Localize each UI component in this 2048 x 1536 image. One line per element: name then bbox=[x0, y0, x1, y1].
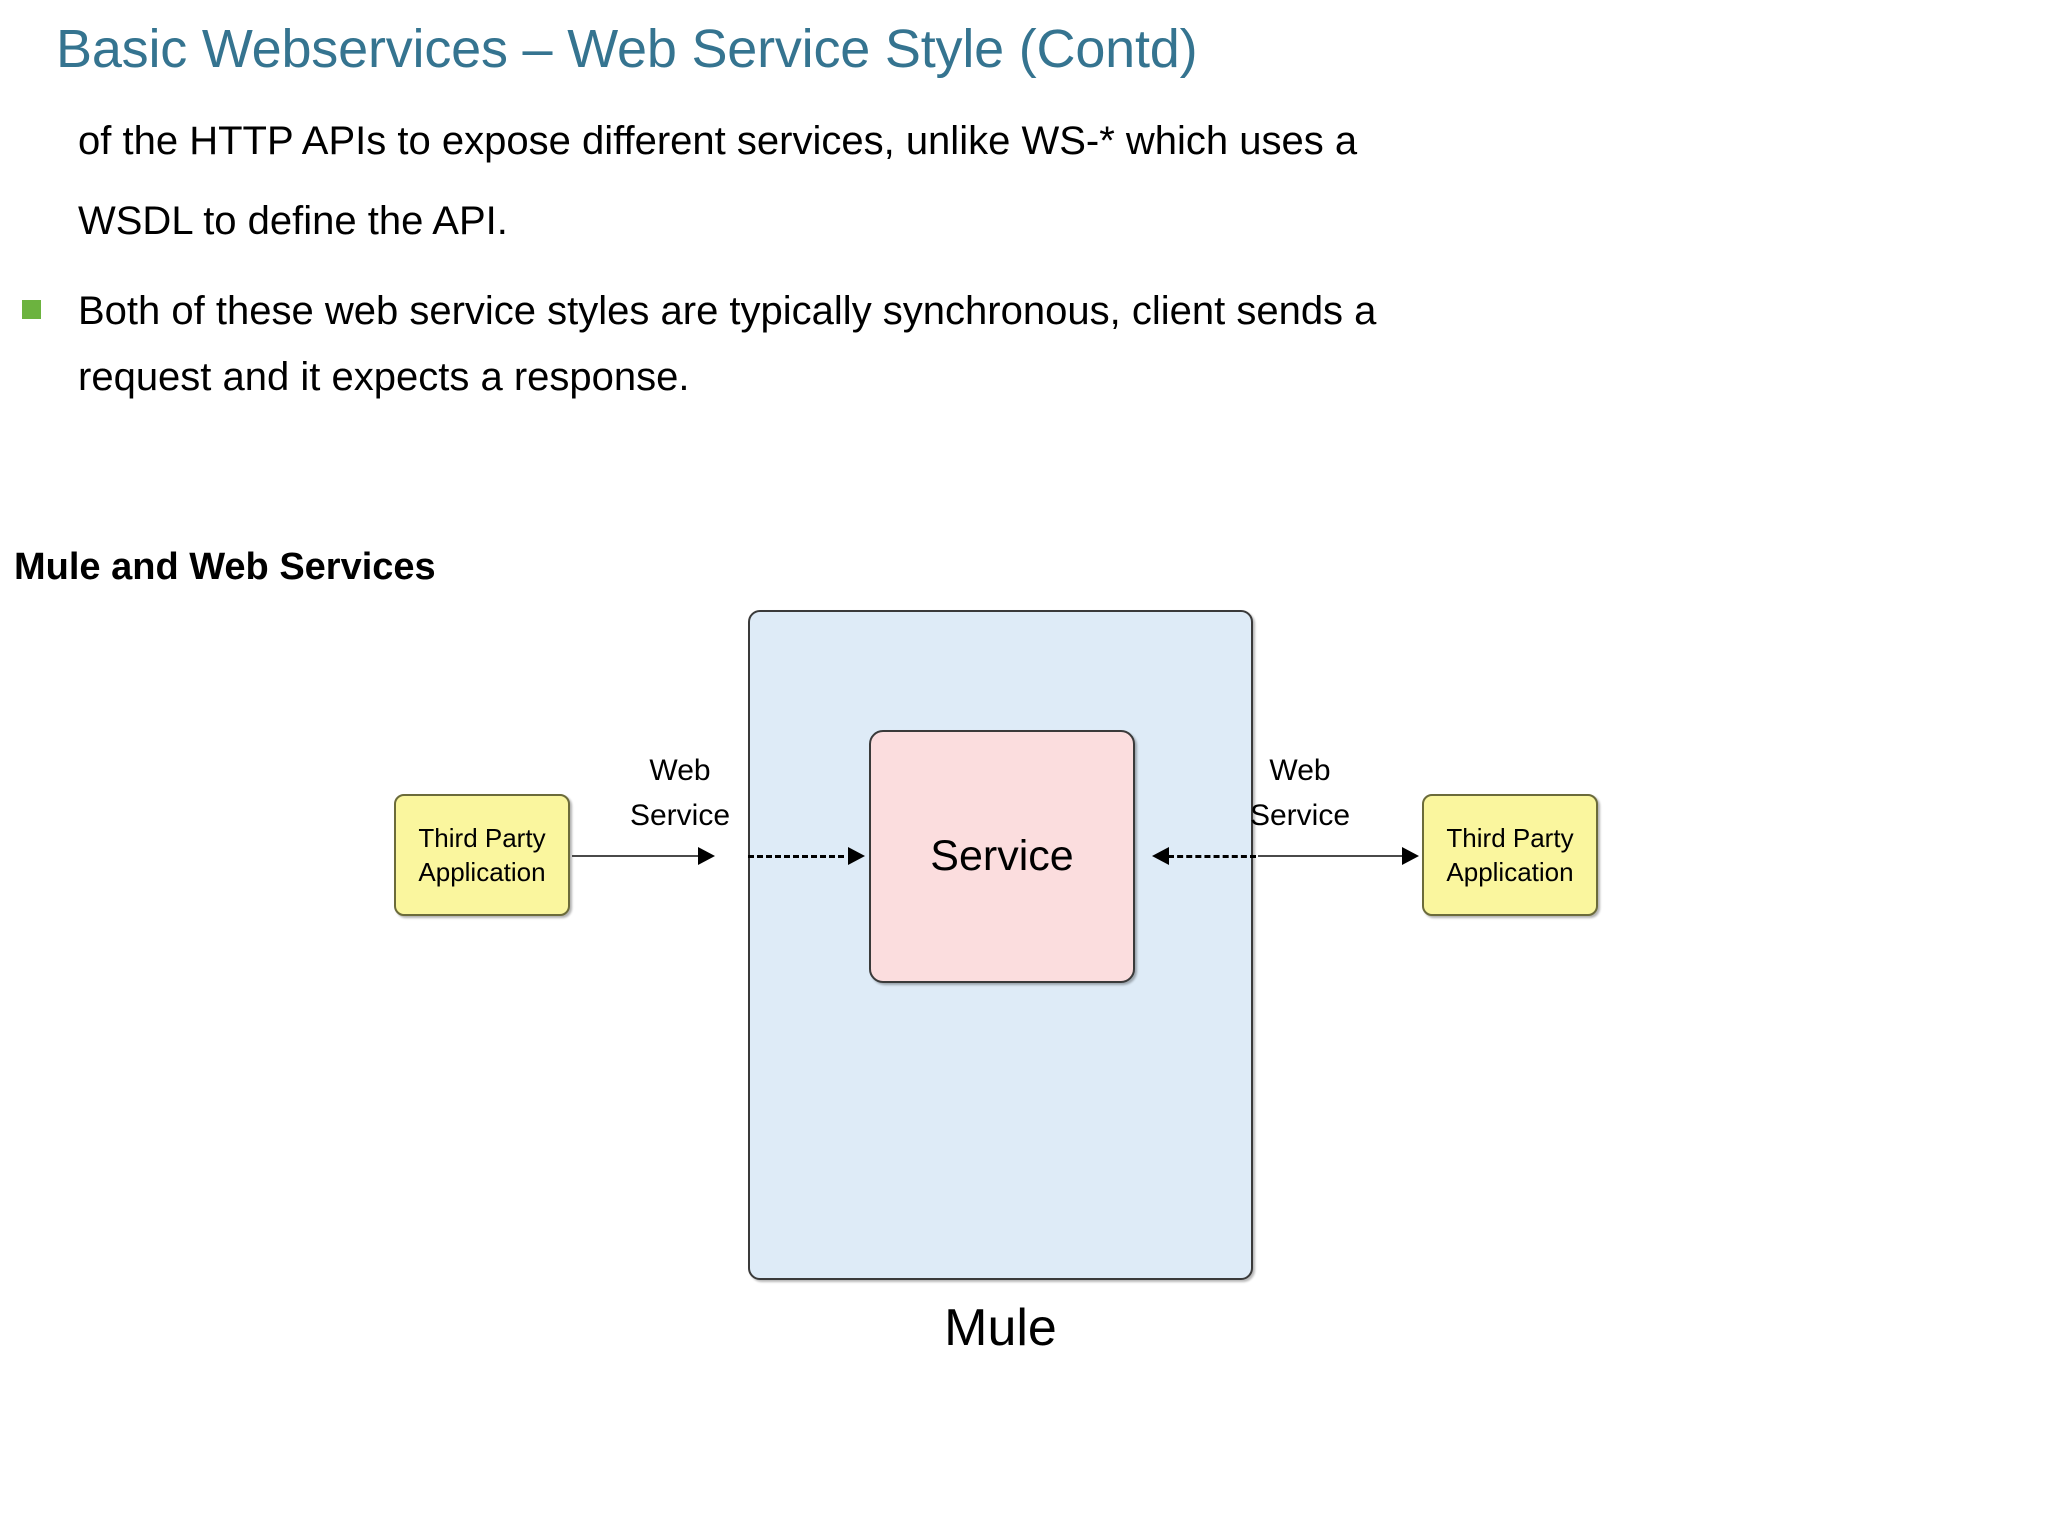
bullet-text: Both of these web service styles are typ… bbox=[78, 278, 1883, 410]
bullet-line-1: Both of these web service styles are typ… bbox=[78, 289, 1377, 333]
edge-label-web-service-left: Web Service bbox=[580, 748, 780, 838]
right-dashed-arrow-line bbox=[1168, 855, 1256, 858]
mule-caption-label: Mule bbox=[944, 1299, 1057, 1357]
right-dashed-arrowhead-icon bbox=[1152, 847, 1169, 865]
third-party-right-line-1: Third Party bbox=[1446, 823, 1574, 853]
service-box-label: Service bbox=[930, 832, 1074, 880]
left-dashed-arrowhead-icon bbox=[848, 847, 865, 865]
edge-label-left-line-2: Service bbox=[629, 799, 731, 832]
square-bullet-icon bbox=[22, 300, 41, 319]
edge-label-right-line-1: Web bbox=[1269, 754, 1331, 787]
left-solid-arrow-line bbox=[572, 855, 700, 857]
section-heading: Mule and Web Services bbox=[14, 546, 436, 588]
right-solid-arrow-line bbox=[1258, 855, 1404, 857]
continuation-line-1: of the HTTP APIs to expose different ser… bbox=[78, 119, 1358, 163]
third-party-right-line-2: Application bbox=[1446, 857, 1574, 887]
left-solid-arrowhead-icon bbox=[698, 847, 715, 865]
third-party-left-line-1: Third Party bbox=[418, 823, 546, 853]
bullet-line-2: request and it expects a response. bbox=[78, 355, 690, 399]
continuation-line-2: WSDL to define the API. bbox=[78, 199, 508, 243]
service-box: Service bbox=[869, 730, 1135, 983]
left-dashed-arrow-line bbox=[748, 855, 844, 858]
edge-label-left-line-1: Web bbox=[649, 754, 711, 787]
edge-label-web-service-right: Web Service bbox=[1200, 748, 1400, 838]
mule-web-services-diagram: Service Third Party Application Third Pa… bbox=[0, 580, 2048, 1410]
page-title: Basic Webservices – Web Service Style (C… bbox=[56, 19, 1198, 79]
third-party-application-right: Third Party Application bbox=[1422, 794, 1598, 916]
third-party-application-left: Third Party Application bbox=[394, 794, 570, 916]
right-solid-arrowhead-icon bbox=[1402, 847, 1419, 865]
third-party-left-line-2: Application bbox=[418, 857, 546, 887]
edge-label-right-line-2: Service bbox=[1249, 799, 1351, 832]
